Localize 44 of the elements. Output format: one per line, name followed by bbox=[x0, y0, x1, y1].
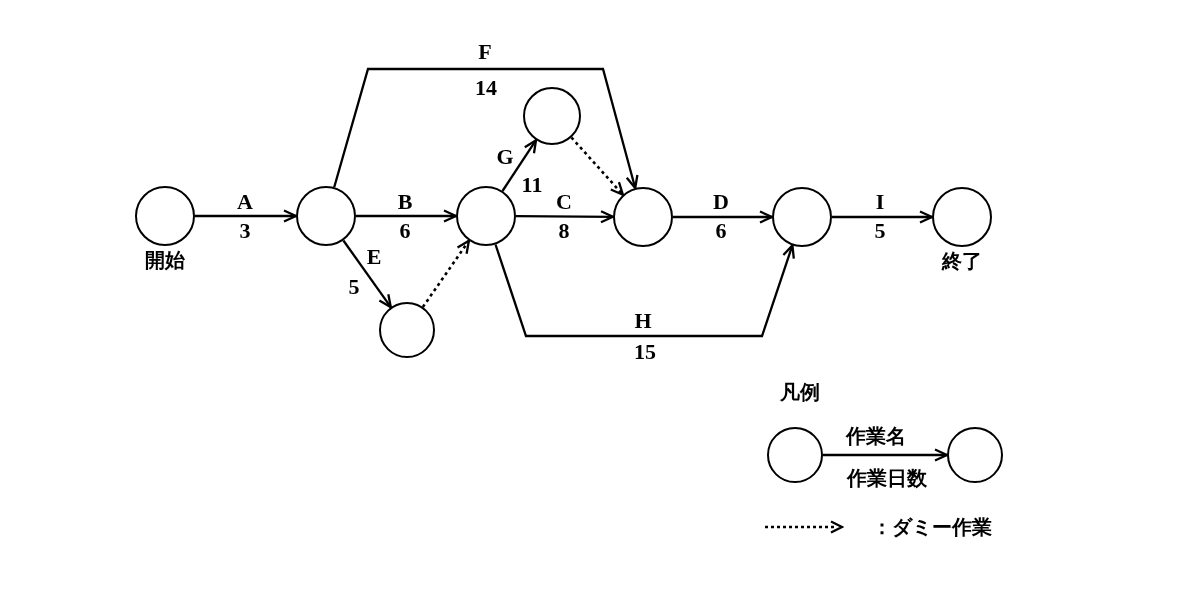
arrow bbox=[195, 209, 298, 223]
node-circle bbox=[523, 87, 581, 145]
duration-label: 3 bbox=[239, 220, 251, 242]
duration-label: 11 bbox=[521, 174, 543, 196]
node-circle bbox=[767, 427, 823, 483]
node-circle bbox=[456, 186, 516, 246]
duration-label: 15 bbox=[634, 341, 656, 363]
node-circle bbox=[772, 187, 832, 247]
edge-label: F bbox=[478, 41, 492, 63]
edge-label: D bbox=[713, 191, 729, 213]
node-circle bbox=[379, 302, 435, 358]
duration-label: 5 bbox=[348, 276, 360, 298]
arrow bbox=[673, 210, 774, 224]
edge-label: 作業名 bbox=[846, 426, 906, 446]
edge-label: C bbox=[556, 191, 572, 213]
arrow bbox=[501, 139, 538, 192]
node-circle bbox=[613, 187, 673, 247]
arrow bbox=[823, 448, 949, 462]
duration-label: 8 bbox=[558, 220, 570, 242]
arrow bbox=[832, 210, 934, 224]
duration-label: 5 bbox=[874, 220, 886, 242]
dotted-arrow bbox=[570, 136, 625, 196]
arrow bbox=[342, 239, 392, 309]
arrow bbox=[494, 244, 795, 338]
legend-title: 凡例 bbox=[780, 382, 820, 402]
edge-label: I bbox=[875, 191, 885, 213]
duration-label: 作業日数 bbox=[847, 468, 927, 488]
arrow bbox=[516, 210, 615, 224]
duration-label: 6 bbox=[715, 220, 727, 242]
node-circle bbox=[947, 427, 1003, 483]
edge-label: A bbox=[237, 191, 253, 213]
edge-label: B bbox=[397, 191, 413, 213]
duration-label: 14 bbox=[475, 77, 497, 99]
node-caption: 終了 bbox=[942, 251, 982, 271]
edge-label: H bbox=[634, 310, 652, 332]
arrow bbox=[356, 209, 458, 223]
node-caption: 開始 bbox=[145, 250, 185, 270]
duration-label: 6 bbox=[399, 220, 411, 242]
node-circle bbox=[296, 186, 356, 246]
arrow bbox=[333, 67, 639, 190]
legend-text: ：ダミー作業 bbox=[872, 517, 992, 537]
edge-label: E bbox=[366, 246, 382, 268]
edge-label: G bbox=[496, 146, 514, 168]
dotted-arrow bbox=[421, 239, 471, 308]
